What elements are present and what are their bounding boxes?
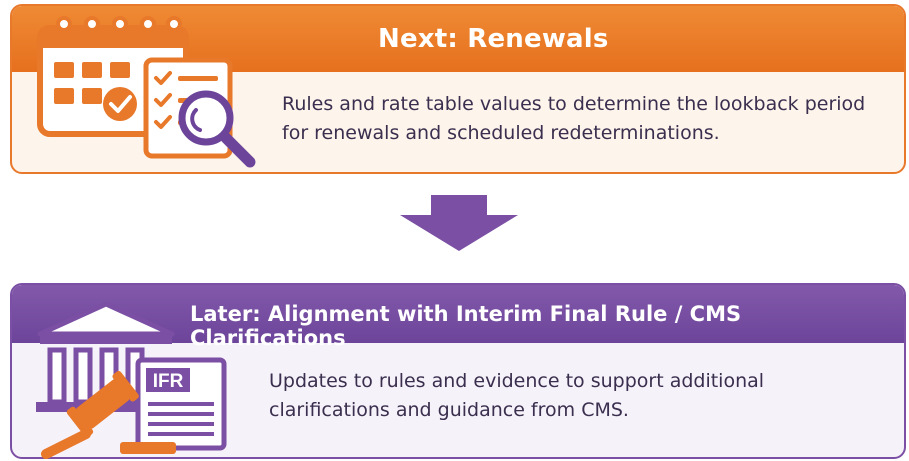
next-card-title: Next: Renewals (378, 24, 609, 54)
ifr-document-label: IFR (153, 371, 184, 392)
down-arrow-icon (400, 195, 518, 251)
later-card-title: Later: Alignment with Interim Final Rule… (190, 302, 742, 350)
later-card-description: Updates to rules and evidence to support… (269, 367, 869, 425)
government-building-gavel-icon: IFR (36, 301, 227, 459)
next-description-line-1: Rules and rate table values to determine… (282, 93, 866, 115)
next-description-line-2: for renewals and scheduled redeterminati… (282, 122, 720, 144)
calendar-checklist-magnifier-icon (37, 16, 256, 168)
later-description-line-2: clarifications and guidance from CMS. (269, 399, 629, 421)
later-description-line-1: Updates to rules and evidence to support… (269, 370, 765, 392)
next-card-description: Rules and rate table values to determine… (282, 90, 882, 148)
